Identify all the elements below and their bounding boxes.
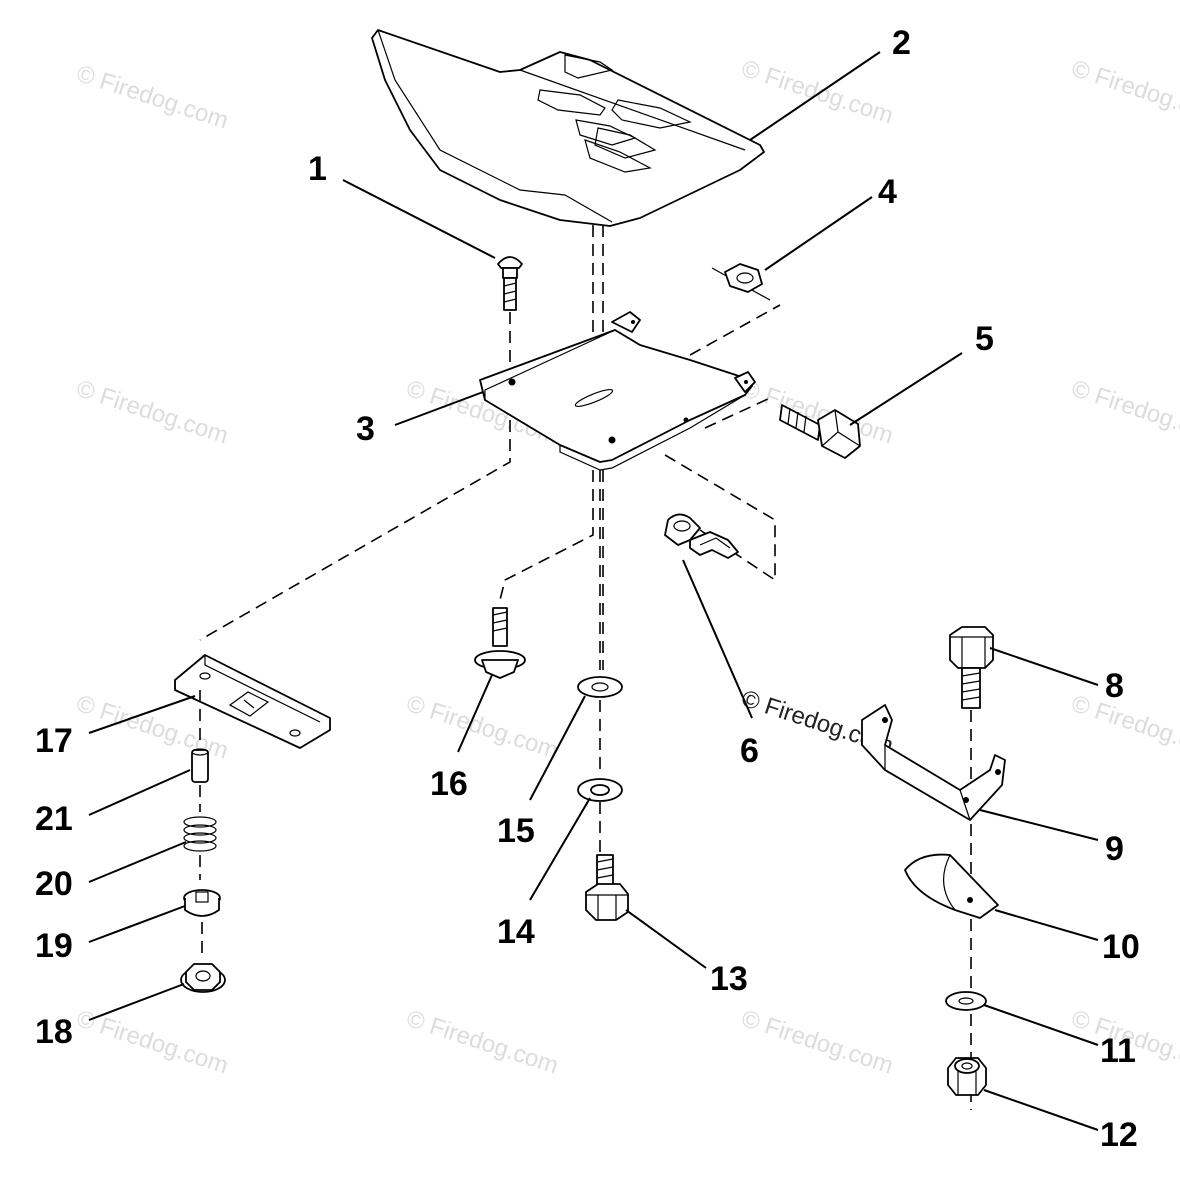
callout-15: 15 bbox=[497, 812, 535, 850]
callout-19: 19 bbox=[35, 927, 73, 965]
callout-8: 8 bbox=[1105, 667, 1124, 705]
watermark: © Firedog.com bbox=[73, 60, 231, 134]
callout-2: 2 bbox=[892, 24, 911, 62]
watermark: © Firedog.com bbox=[738, 1005, 896, 1079]
clip-axis bbox=[664, 454, 776, 582]
carriage-bolt bbox=[497, 256, 523, 311]
callout-1: 1 bbox=[308, 150, 327, 188]
watermark: © Firedog.com bbox=[738, 55, 896, 129]
plate-to-bolt16 bbox=[499, 470, 594, 601]
pin bbox=[191, 748, 209, 783]
plate-to-latch bbox=[199, 420, 511, 641]
watermark: © Firedog.com bbox=[403, 1005, 561, 1079]
callout-10: 10 bbox=[1102, 928, 1140, 966]
callout-4: 4 bbox=[878, 173, 897, 211]
watermark: © Firedog.com bbox=[73, 375, 231, 449]
hex-head-bolt bbox=[949, 626, 994, 709]
bracket bbox=[861, 704, 1006, 821]
spring bbox=[183, 816, 217, 852]
callout-21: 21 bbox=[35, 800, 73, 838]
bolt-5-axis bbox=[704, 397, 771, 429]
callout-14: 14 bbox=[497, 913, 535, 951]
callout-labels: 1 2 3 4 5 6 8 9 10 11 12 13 14 15 16 17 … bbox=[35, 24, 1140, 1154]
lock-washer bbox=[577, 778, 623, 802]
seat bbox=[371, 29, 765, 227]
latch-plate bbox=[174, 654, 331, 749]
callout-5: 5 bbox=[975, 320, 994, 358]
callout-18: 18 bbox=[35, 1013, 73, 1051]
flange-bolt bbox=[474, 607, 526, 679]
leader-lines bbox=[88, 51, 1099, 1131]
flange-nut bbox=[180, 963, 226, 993]
clamp bbox=[904, 853, 999, 919]
callout-17: 17 bbox=[35, 722, 73, 760]
washer bbox=[945, 991, 987, 1011]
callout-9: 9 bbox=[1105, 830, 1124, 868]
callout-11: 11 bbox=[1100, 1032, 1136, 1070]
watermark: © Firedog.com bbox=[1068, 55, 1180, 129]
hex-nut bbox=[711, 263, 771, 301]
cable-clip bbox=[664, 513, 739, 559]
watermark: © Firedog.com bbox=[1068, 375, 1180, 449]
watermark: © Firedog.com bbox=[403, 690, 561, 764]
seat-mount-plate bbox=[479, 311, 756, 471]
callout-12: 12 bbox=[1100, 1116, 1138, 1154]
callout-16: 16 bbox=[430, 765, 468, 803]
shoulder-bolt bbox=[779, 404, 861, 459]
lock-nut bbox=[947, 1057, 987, 1096]
callout-6: 6 bbox=[740, 732, 759, 770]
flat-washer bbox=[577, 676, 623, 698]
callout-13: 13 bbox=[710, 960, 748, 998]
callout-3: 3 bbox=[356, 410, 375, 448]
nut-axis bbox=[689, 304, 781, 356]
watermark: © Firedog.com bbox=[1068, 690, 1180, 764]
bushing bbox=[183, 889, 221, 917]
hex-bolt bbox=[585, 854, 629, 921]
callout-20: 20 bbox=[35, 865, 73, 903]
